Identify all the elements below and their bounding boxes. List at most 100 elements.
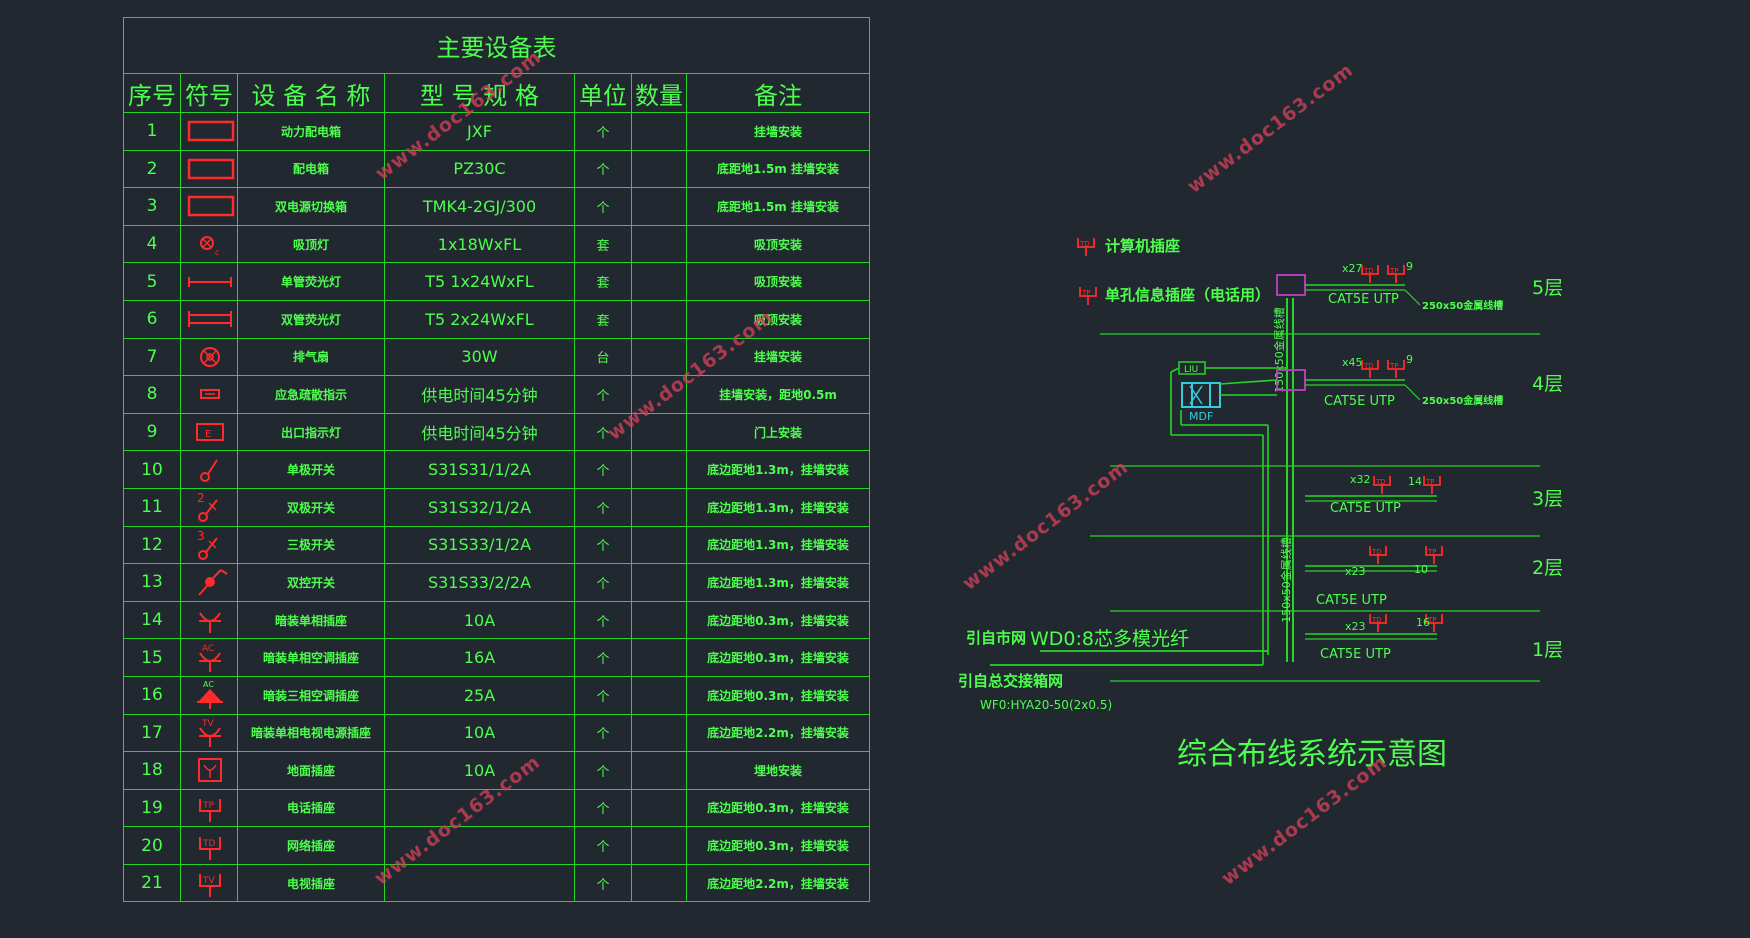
- row-quantity: [631, 563, 687, 602]
- floor-outlet-tp: TP: [1425, 546, 1443, 564]
- socket-ac-icon: AC: [199, 644, 221, 672]
- floor-cable-label: CAT5E UTP: [1330, 501, 1401, 516]
- svg-text:TD: TD: [202, 839, 215, 849]
- floor-outlet-td: TD: [1369, 614, 1387, 632]
- row-name: 双控开关: [237, 563, 385, 602]
- svg-text:TD: TD: [1375, 478, 1386, 486]
- floor-count-right: 9: [1406, 260, 1413, 273]
- riser-upper-label: 150x50金属线槽: [1272, 307, 1286, 393]
- row-unit: 个: [574, 149, 632, 189]
- row-note: 底边距地1.3m，挂墙安装: [685, 450, 871, 489]
- row-quantity: [631, 487, 687, 527]
- svg-text:TP: TP: [1427, 548, 1437, 556]
- svg-text:AC: AC: [202, 644, 214, 654]
- switch-1-icon: [200, 459, 218, 482]
- row-symbol: [180, 299, 238, 339]
- svg-text:TP: TP: [1389, 267, 1399, 275]
- row-unit: 个: [574, 112, 632, 151]
- floor-cable-label: CAT5E UTP: [1328, 292, 1399, 307]
- floor-label: 3层: [1532, 488, 1563, 510]
- row-index: 1: [123, 112, 181, 151]
- row-spec: 30W: [384, 337, 575, 377]
- switch-dual-icon: [198, 569, 228, 597]
- row-spec: TMK4-2GJ/300: [384, 187, 575, 226]
- row-symbol: TV: [180, 713, 238, 753]
- table-title: 主要设备表: [122, 17, 871, 74]
- floor-label: 5层: [1532, 277, 1563, 299]
- row-index: 3: [123, 187, 181, 226]
- row-name: 应急疏散指示: [237, 375, 385, 414]
- floor-cable-label: CAT5E UTP: [1316, 593, 1387, 608]
- row-note: 吸顶安装: [685, 262, 871, 301]
- outlet-tp-icon: TP: [199, 798, 221, 822]
- floor-count-right: 14: [1408, 475, 1422, 488]
- row-unit: 台: [574, 337, 632, 377]
- row-symbol: [180, 112, 238, 151]
- column-header: 备注: [685, 73, 871, 113]
- floor-outlet-td: TD: [1373, 476, 1391, 494]
- row-unit: 个: [574, 450, 632, 489]
- row-unit: 个: [574, 675, 632, 715]
- floor-count-right: 9: [1406, 353, 1413, 366]
- svg-text:TD: TD: [1371, 548, 1382, 556]
- row-note: 底边距地1.3m，挂墙安装: [685, 563, 871, 602]
- floor-count-left: x23: [1345, 620, 1366, 633]
- floor-cable-label: CAT5E UTP: [1320, 647, 1391, 662]
- socket-tv-icon: TV: [199, 719, 221, 747]
- row-unit: 个: [574, 713, 632, 753]
- row-index: 16: [123, 675, 181, 715]
- incoming-fiber-spec: WD0:8芯多模光纤: [1030, 628, 1189, 650]
- row-index: 6: [123, 299, 181, 339]
- row-note: 埋地安装: [685, 751, 871, 790]
- row-unit: 个: [574, 751, 632, 790]
- svg-text:2: 2: [197, 491, 205, 505]
- row-spec: S31S31/1/2A: [384, 450, 575, 489]
- row-unit: 套: [574, 299, 632, 339]
- floor-count-left: x27: [1342, 262, 1363, 275]
- tray-label: 250x50金属线槽: [1422, 394, 1503, 407]
- column-header: 数量: [631, 73, 687, 113]
- row-spec: 1x18WxFL: [384, 224, 575, 264]
- floor-outlet-td: TD: [1361, 265, 1379, 283]
- row-quantity: [631, 751, 687, 790]
- outlet-td-icon: TD: [199, 836, 221, 860]
- row-unit: 个: [574, 826, 632, 865]
- ceiling-lamp-icon: c: [200, 236, 219, 257]
- exhaust-fan-icon: [200, 346, 220, 367]
- floor-label: 1层: [1532, 639, 1563, 661]
- row-symbol: [180, 751, 238, 790]
- row-symbol: [180, 187, 238, 226]
- svg-text:TD: TD: [1363, 267, 1374, 275]
- row-index: 8: [123, 375, 181, 414]
- svg-text:TV: TV: [201, 719, 214, 729]
- row-unit: 个: [574, 375, 632, 414]
- incoming-tel-spec: WF0:HYA20-50(2x0.5): [980, 698, 1112, 712]
- backbone-link: [1170, 367, 1180, 373]
- floor-outlet-td: TD: [1361, 360, 1379, 378]
- row-unit: 个: [574, 638, 632, 677]
- telephone-outlet-icon: TP: [1079, 287, 1097, 305]
- row-note: 底边距地1.3m，挂墙安装: [685, 525, 871, 565]
- row-spec: JXF: [384, 112, 575, 151]
- floor-count-right: 10: [1414, 563, 1428, 576]
- floor-label: 2层: [1532, 557, 1563, 579]
- row-name: 三极开关: [237, 525, 385, 565]
- row-unit: 个: [574, 563, 632, 602]
- row-symbol: [180, 563, 238, 602]
- row-name: 网络插座: [237, 826, 385, 865]
- row-index: 12: [123, 525, 181, 565]
- row-note: 吸顶安装: [685, 299, 871, 339]
- column-header: 单位: [574, 73, 632, 113]
- row-name: 电话插座: [237, 788, 385, 828]
- svg-text:3: 3: [197, 529, 205, 543]
- evac-sign-icon: [200, 389, 220, 400]
- row-spec: 供电时间45分钟: [384, 375, 575, 414]
